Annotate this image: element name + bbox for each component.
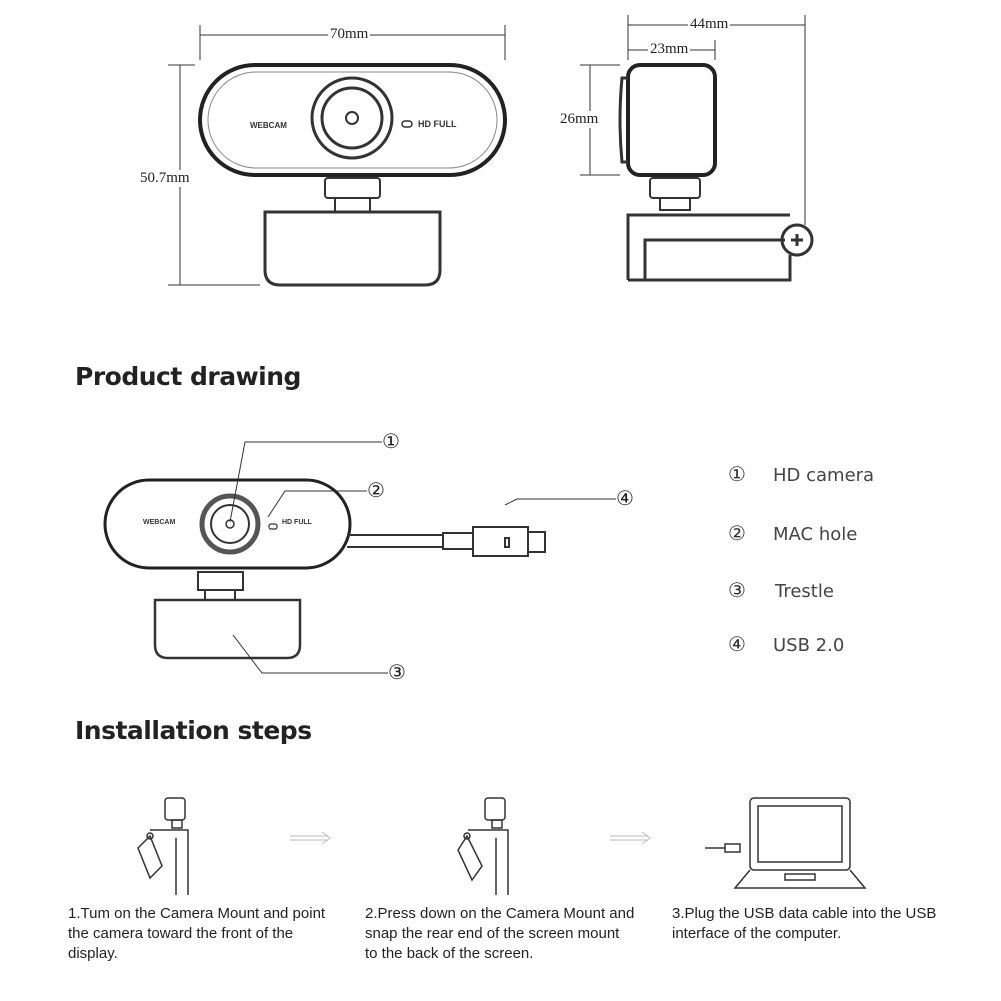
dim-depth: 44mm	[688, 16, 731, 33]
legend-label-4: USB 2.0	[773, 635, 845, 656]
hd-label-small: HD FULL	[282, 519, 312, 526]
legend-num-3: ③	[728, 578, 746, 602]
step1-illustration	[137, 797, 189, 895]
product-drawing-heading: Product drawing	[75, 362, 301, 391]
product-drawing-webcam	[103, 478, 546, 660]
legend-label-2: MAC hole	[773, 524, 858, 545]
callout-4: ④	[616, 486, 634, 510]
installation-heading: Installation steps	[75, 716, 312, 745]
callout-2: ②	[367, 478, 385, 502]
front-view-webcam	[198, 63, 507, 287]
callout-lines	[229, 441, 616, 674]
knob-icon	[780, 223, 814, 257]
callout-3: ③	[388, 660, 406, 684]
dim-height: 50.7mm	[140, 170, 190, 187]
step3-laptop-illustration	[705, 797, 867, 889]
step-1-text: 1.Tum on the Camera Mount and point the …	[68, 905, 326, 962]
legend-label-1: HD camera	[773, 465, 875, 486]
dim-width: 70mm	[328, 26, 371, 43]
legend-label-3: Trestle	[775, 581, 834, 602]
webcam-label-small: WEBCAM	[143, 519, 176, 526]
dim-body-height: 26mm	[560, 111, 599, 128]
webcam-label: WEBCAM	[250, 121, 287, 130]
step-3-text: 3.Plug the USB data cable into the USB i…	[672, 905, 937, 942]
legend-num-4: ④	[728, 632, 746, 656]
legend-num-1: ①	[728, 462, 746, 486]
step-2-text: 2.Press down on the Camera Mount and sna…	[365, 905, 635, 962]
step-arrows	[290, 831, 651, 845]
side-dimension-lines	[580, 15, 806, 225]
hd-label: HD FULL	[418, 119, 457, 129]
step2-illustration	[457, 797, 509, 895]
side-view-webcam	[618, 63, 814, 282]
dim-body-depth: 23mm	[648, 41, 691, 58]
legend-num-2: ②	[728, 521, 746, 545]
callout-1: ①	[382, 429, 400, 453]
